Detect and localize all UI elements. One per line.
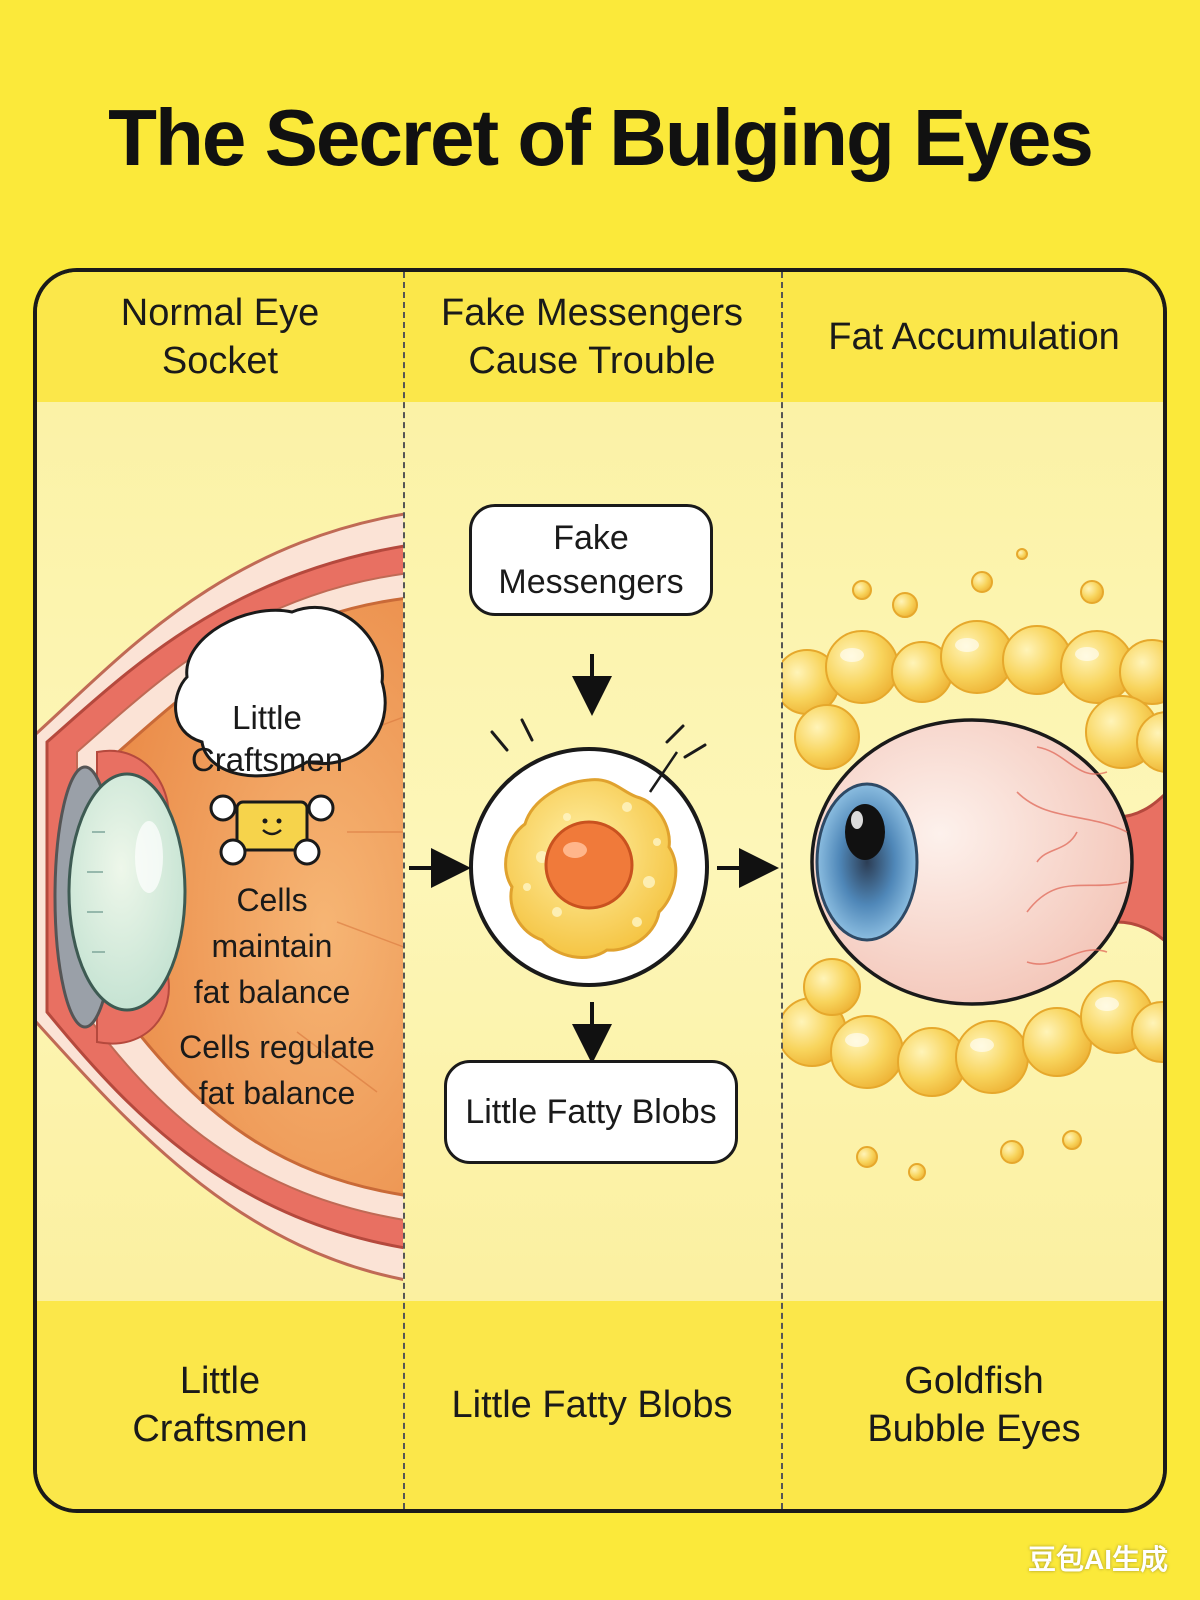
page-title: The Secret of Bulging Eyes [108, 93, 1094, 182]
flow-arrows [409, 654, 779, 1064]
craftsman-character [209, 794, 335, 866]
eyeball-shape [810, 718, 1134, 1006]
illustration-svg [37, 512, 1163, 1281]
fat-cell-illustration [469, 718, 709, 987]
column-footer-fatty-blobs: Little Fatty Blobs [451, 1384, 733, 1426]
footer-band [37, 1301, 1163, 1509]
column-header-fat: Fat Accumulation [828, 316, 1120, 358]
pupil-shape [845, 804, 885, 860]
header-band [37, 272, 1163, 402]
watermark: 豆包AI生成 [1027, 1544, 1168, 1575]
bulging-eye-illustration [782, 548, 1163, 1181]
fatty-blobs-box: Little Fatty Blobs [444, 1060, 738, 1164]
column-divider-2 [781, 272, 783, 1509]
craftsmen-bubble [174, 605, 387, 778]
iris-shape [815, 782, 919, 942]
column-divider-1 [403, 272, 405, 1509]
